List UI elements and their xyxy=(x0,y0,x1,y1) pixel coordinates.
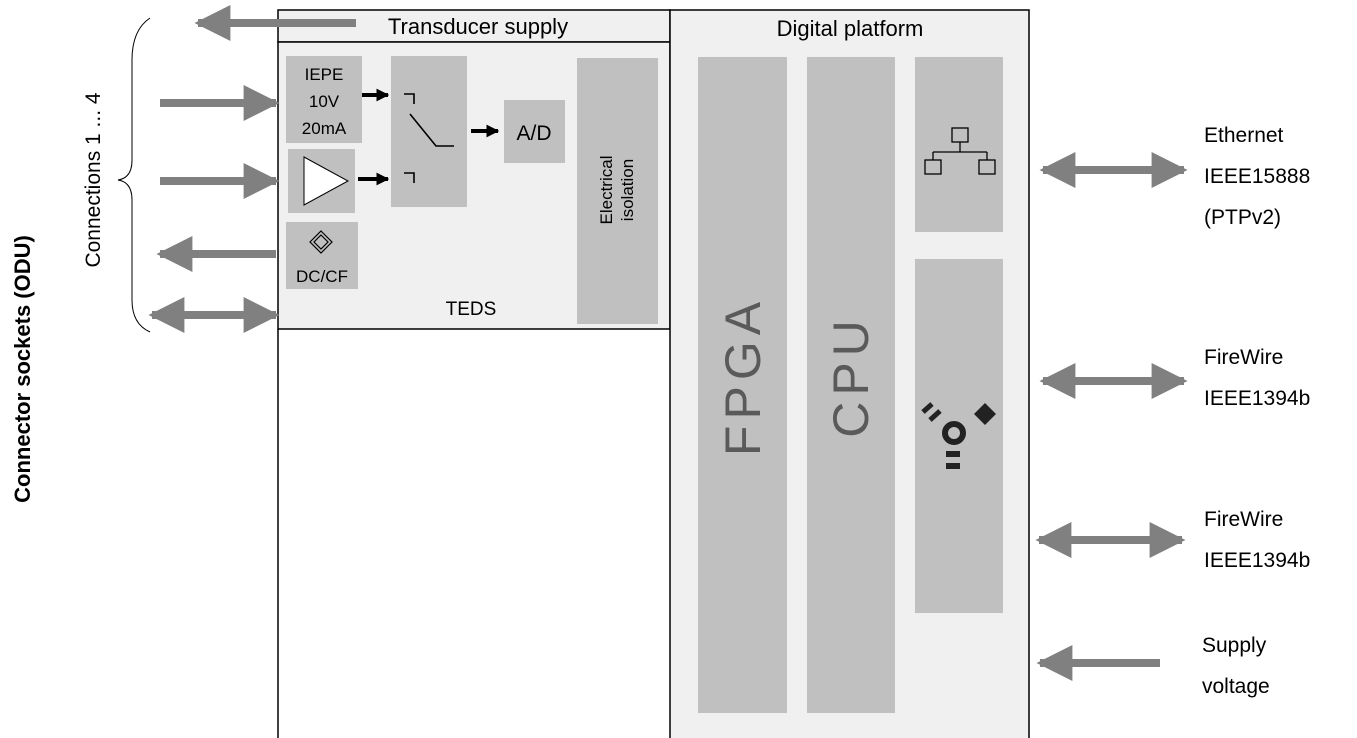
ad-block xyxy=(504,100,565,163)
transducer-supply-label: Transducer supply xyxy=(388,14,568,39)
firewire2-line2: IEEE1394b xyxy=(1204,549,1310,572)
dccf-label: DC/CF xyxy=(296,267,348,286)
firewire-icon xyxy=(921,402,996,469)
firewire1-line1: FireWire xyxy=(1204,346,1283,369)
isolation-block xyxy=(577,58,658,324)
cpu-label: CPU xyxy=(823,314,879,438)
ethernet-line3: (PTPv2) xyxy=(1204,206,1281,229)
fpga-label: FPGA xyxy=(715,296,771,456)
side-title: Connector sockets (ODU) xyxy=(10,235,35,503)
firewire2-line1: FireWire xyxy=(1204,508,1283,531)
firewire-block xyxy=(915,259,1003,613)
supply-line1: Supply xyxy=(1202,634,1267,657)
ethernet-line2: IEEE15888 xyxy=(1204,165,1310,188)
iepe-line1: IEPE xyxy=(305,65,344,84)
fpga-block xyxy=(698,57,787,713)
isolation-line2: isolation xyxy=(618,159,637,221)
teds-label: TEDS xyxy=(446,299,497,320)
connections-brace xyxy=(117,17,151,333)
iepe-line3: 20mA xyxy=(302,119,347,138)
digital-platform-label: Digital platform xyxy=(777,16,924,41)
iepe-line2: 10V xyxy=(309,92,340,111)
connections-label: Connections 1 ... 4 xyxy=(82,92,105,267)
dccf-block xyxy=(286,222,358,289)
isolation-line1: Electrical xyxy=(597,156,616,225)
ethernet-line1: Ethernet xyxy=(1204,124,1284,147)
bridge-icon xyxy=(309,230,333,254)
ad-label: A/D xyxy=(516,122,551,145)
supply-line2: voltage xyxy=(1202,675,1270,698)
switch-block xyxy=(391,56,467,207)
ethernet-block xyxy=(915,57,1003,232)
cpu-block xyxy=(807,57,895,713)
firewire1-line2: IEEE1394b xyxy=(1204,387,1310,410)
amplifier-icon xyxy=(303,156,350,206)
switch-icon xyxy=(404,93,454,183)
iepe-block xyxy=(286,56,362,143)
network-icon xyxy=(924,127,996,175)
